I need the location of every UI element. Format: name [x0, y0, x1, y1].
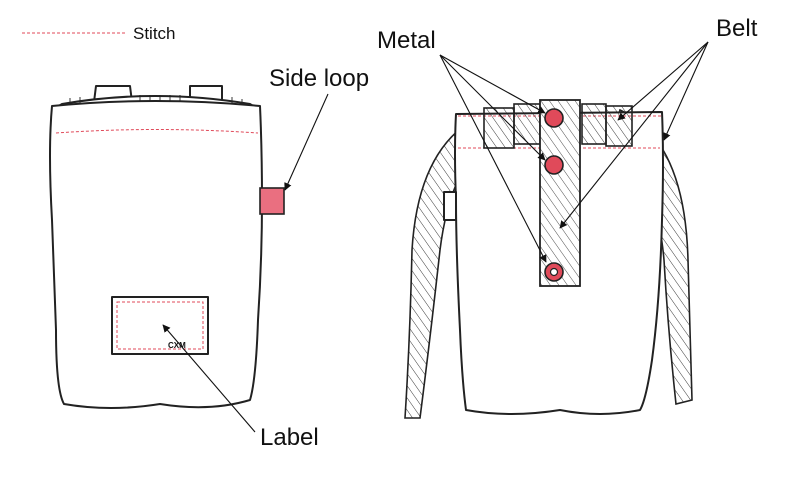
belt-pointer-keeper — [617, 41, 709, 121]
bag-front-top-stitch — [55, 129, 259, 134]
metal-pointer-top — [439, 54, 546, 114]
metal-pointer-bottom — [439, 54, 547, 263]
belt-callout-label: Belt — [716, 15, 758, 42]
bag-front-view: CXM — [49, 85, 285, 409]
legend-stitch-label: Stitch — [133, 24, 176, 43]
belt-center-strap-texture — [540, 100, 580, 286]
label-callout-label: Label — [260, 424, 319, 451]
side-loop-pointer — [284, 93, 329, 191]
belt-keeper-left-inner — [513, 103, 541, 145]
label-patch — [111, 296, 209, 355]
belt-keeper-right-outer — [605, 105, 633, 147]
bag-front-body — [49, 100, 263, 409]
belt-keeper-right-inner — [581, 103, 607, 145]
belt-pointer-strap — [663, 41, 709, 141]
label-patch-text: CXM — [168, 341, 186, 350]
label-patch-stitch — [116, 301, 204, 350]
metal-pointer-middle — [439, 54, 546, 161]
metal-snap-middle — [544, 155, 564, 175]
label-pointer — [162, 324, 256, 433]
metal-callout-label: Metal — [377, 27, 436, 54]
bag-back-view — [404, 99, 693, 419]
belt-pointer-center — [559, 41, 709, 229]
metal-snap-bottom — [544, 262, 564, 282]
metal-snap-top — [544, 108, 564, 128]
bag-back-side-tab — [443, 191, 457, 221]
side-loop — [259, 187, 285, 215]
side-loop-callout-label: Side loop — [269, 65, 369, 92]
legend: Stitch — [22, 24, 176, 43]
